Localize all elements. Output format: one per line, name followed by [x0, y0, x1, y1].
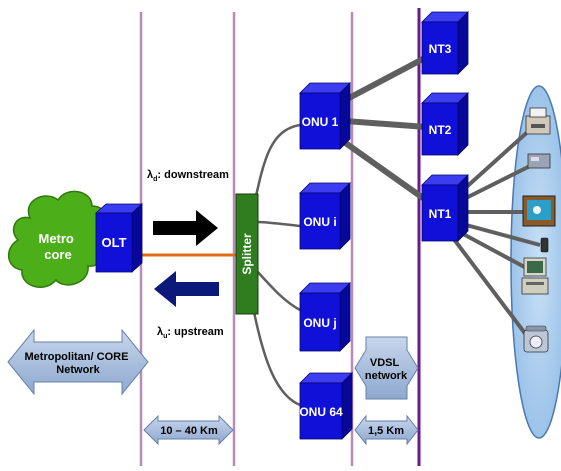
downstream-label: λd: downstream: [147, 169, 229, 183]
fax-icon: [527, 153, 551, 169]
nt3-label: NT3: [429, 42, 452, 56]
upstream-arrow: [154, 271, 219, 307]
vdsl-network-span: VDSL network: [354, 336, 419, 400]
nt2-node: NT2: [421, 92, 469, 156]
onu-i-label: ONU i: [303, 215, 336, 229]
onu-j-node: ONU j: [299, 282, 351, 352]
splitter-node: Splitter: [235, 193, 259, 315]
metro-core-label: Metro core: [38, 231, 77, 262]
onu-1-label: ONU 1: [302, 115, 339, 129]
cable-nt1-telephone: [448, 232, 532, 342]
computer-icon: [521, 257, 549, 295]
phone-icon: [540, 237, 549, 253]
nt1-node: NT1: [421, 174, 469, 242]
nt3-node: NT3: [421, 11, 469, 75]
cable-nt1-computer: [451, 226, 531, 272]
metro-network-label: Metropolitan/ CORE Network: [25, 351, 132, 376]
onu-1-node: ONU 1: [299, 82, 351, 150]
nt2-label: NT2: [429, 123, 452, 137]
metro-core-cloud: Metro core: [8, 190, 108, 288]
distance-pon-label: 10 – 40 Km: [160, 425, 218, 437]
downstream-arrow: [153, 210, 218, 246]
cable-splitter-onu64: [252, 311, 301, 407]
distance-vdsl-label: 1,5 Km: [368, 425, 404, 437]
vdsl-network-label: VDSL network: [365, 357, 408, 382]
telephone-icon: [523, 325, 549, 353]
upstream-label: λu: upstream: [157, 326, 224, 340]
onu-64-node: ONU 64: [299, 372, 353, 440]
cable-nt1-phone: [454, 220, 541, 247]
cable-splitter-onuj: [255, 269, 301, 312]
metro-network-span: Metropolitan/ CORE Network: [7, 328, 149, 396]
olt-label: OLT: [101, 235, 126, 250]
printer-icon: [525, 107, 551, 135]
nt1-label: NT1: [429, 207, 452, 221]
distance-vdsl-span: 1,5 Km: [354, 414, 419, 446]
tv-icon: [522, 195, 556, 227]
distance-pon-span: 10 – 40 Km: [143, 414, 234, 446]
olt-node: OLT: [94, 203, 144, 273]
onu-j-label: ONU j: [303, 316, 336, 330]
splitter-label: Splitter: [240, 233, 254, 275]
onu-i-node: ONU i: [299, 182, 351, 250]
cable-splitter-onu1: [252, 123, 301, 206]
onu-64-label: ONU 64: [299, 405, 343, 419]
cable-splitter-onui: [255, 220, 301, 228]
